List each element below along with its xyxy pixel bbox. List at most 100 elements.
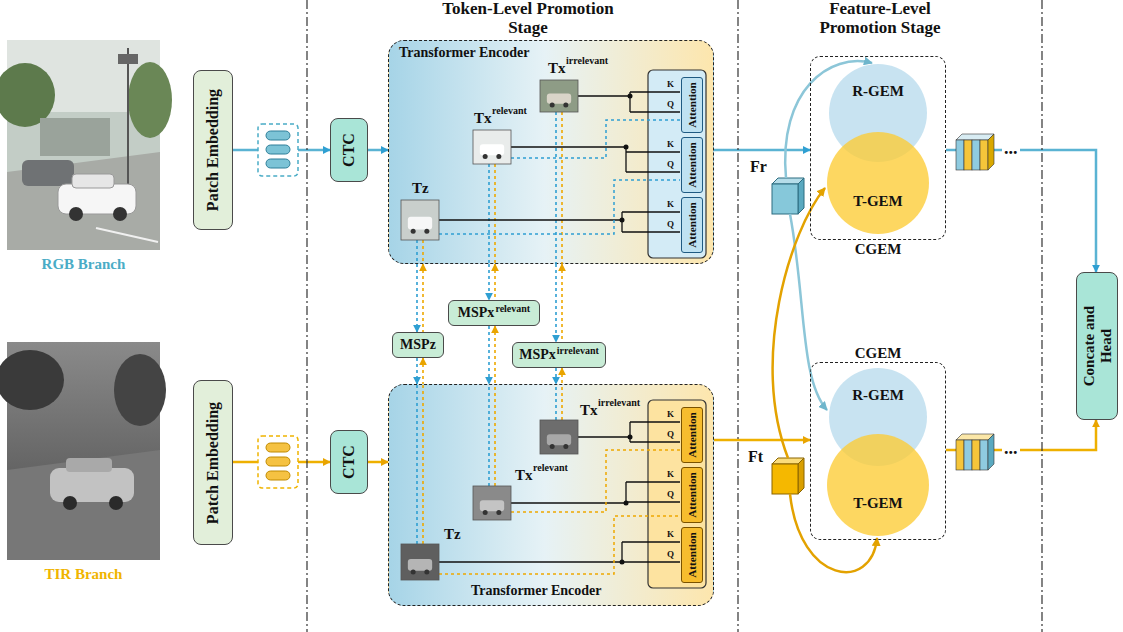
encoder-box: Transformer EncoderAttentionAttentionAtt… — [388, 384, 714, 606]
node-text: Attention — [686, 532, 698, 578]
tir-token-icon — [258, 436, 298, 488]
connector-line — [714, 149, 810, 152]
node-text: MSPz — [400, 337, 436, 352]
connector-line — [555, 368, 557, 384]
photo-marking — [96, 228, 158, 242]
node-text: Attention — [686, 142, 698, 188]
node-text: CGEM — [811, 241, 945, 258]
token-wheel — [496, 154, 501, 159]
token-label: Tz — [444, 526, 461, 543]
connector-line — [714, 439, 810, 442]
dotted-link — [488, 164, 490, 264]
attention-stack — [648, 70, 706, 258]
photo-car — [22, 160, 74, 186]
query-label: Q — [667, 550, 674, 560]
dotted-link — [488, 384, 490, 486]
cube-side — [798, 458, 804, 494]
query-label: Q — [667, 430, 674, 440]
photo-wheel — [63, 496, 77, 510]
stack-bar — [956, 140, 964, 170]
ellipsis: ... — [1002, 139, 1020, 159]
node-text: Attention — [686, 82, 698, 128]
connector-line — [488, 264, 490, 300]
token-pill — [266, 443, 290, 452]
ctc-box: CTC — [330, 430, 368, 494]
node-text: Concate and Head — [1081, 298, 1114, 394]
photo-wheel — [109, 496, 123, 510]
node-text: Transformer Encoder — [471, 583, 602, 598]
dotted-link — [555, 384, 557, 420]
dotted-link — [416, 240, 418, 264]
separator-line — [306, 0, 307, 632]
connector-line — [555, 264, 557, 342]
connector — [417, 358, 423, 384]
key-label: K — [667, 200, 674, 210]
token-pill — [266, 471, 290, 480]
branch-label: TIR Branch — [7, 566, 160, 583]
separator-line — [1041, 0, 1042, 632]
node-text: Attention — [686, 202, 698, 248]
dotted-link — [511, 120, 680, 158]
token-superscript: irrelevant — [566, 55, 608, 66]
attention-box: Attention — [681, 197, 703, 253]
photo-camera — [118, 54, 138, 64]
connector — [714, 150, 810, 151]
token-patch — [473, 130, 511, 164]
token-object — [407, 216, 431, 229]
token-patch — [540, 80, 578, 112]
token-wheel — [410, 228, 415, 233]
attention-box: Attention — [681, 77, 703, 133]
cgem-box: CGEMR-GEMT-GEM — [810, 362, 946, 540]
dotted-link — [561, 112, 563, 264]
token-object — [407, 559, 431, 571]
node-text: Transformer Encoder — [399, 45, 530, 60]
dotted-link — [439, 180, 680, 234]
dotted-link — [422, 240, 424, 264]
msp-box: MSPxrelevant — [448, 300, 540, 326]
photo-car-roof — [72, 174, 114, 188]
connector — [556, 264, 562, 342]
node-text: Attention — [686, 472, 698, 518]
token-object — [479, 144, 503, 155]
junction-dot — [627, 93, 632, 98]
node-superscript: relevant — [495, 303, 530, 314]
node-text: Patch Embedding — [204, 401, 222, 523]
junction-dot — [619, 217, 624, 222]
token-label: Tx — [580, 402, 598, 419]
tir-photo — [0, 342, 166, 560]
node-text: Attention — [686, 412, 698, 458]
attention-box: Attention — [681, 407, 703, 463]
token-frame — [258, 124, 298, 176]
connector — [489, 264, 495, 300]
junction-dot — [627, 434, 632, 439]
stack-top — [956, 434, 994, 440]
token-object — [546, 434, 570, 445]
stack-top — [956, 134, 994, 140]
token-label: Tx — [548, 60, 566, 77]
key-label: K — [667, 410, 674, 420]
node-text: T-GEM — [826, 193, 930, 210]
photo-tree — [0, 63, 55, 127]
photo-wheel — [113, 207, 127, 221]
key-label: K — [667, 530, 674, 540]
token-patch — [401, 544, 439, 580]
stack-bar — [980, 140, 988, 170]
node-text: Patch Embedding — [204, 89, 222, 211]
token-superscript: relevant — [492, 105, 527, 116]
token-pill — [266, 145, 290, 154]
msp-box: MSPxirrelevant — [512, 342, 606, 368]
rgb-photo — [0, 40, 172, 250]
kq-line — [511, 482, 680, 503]
token-wheel — [482, 154, 487, 159]
ft-cube — [772, 458, 804, 494]
token-object — [546, 93, 570, 103]
stage-heading: Feature-Level Promotion Stage — [790, 0, 970, 37]
embedding-box: Patch Embedding — [193, 380, 233, 545]
junction-dot — [623, 144, 628, 149]
dotted-link — [439, 516, 680, 574]
dotted-link — [422, 384, 424, 544]
photo-road — [7, 152, 160, 250]
connector-line — [368, 149, 388, 152]
stack-bar — [972, 140, 980, 170]
